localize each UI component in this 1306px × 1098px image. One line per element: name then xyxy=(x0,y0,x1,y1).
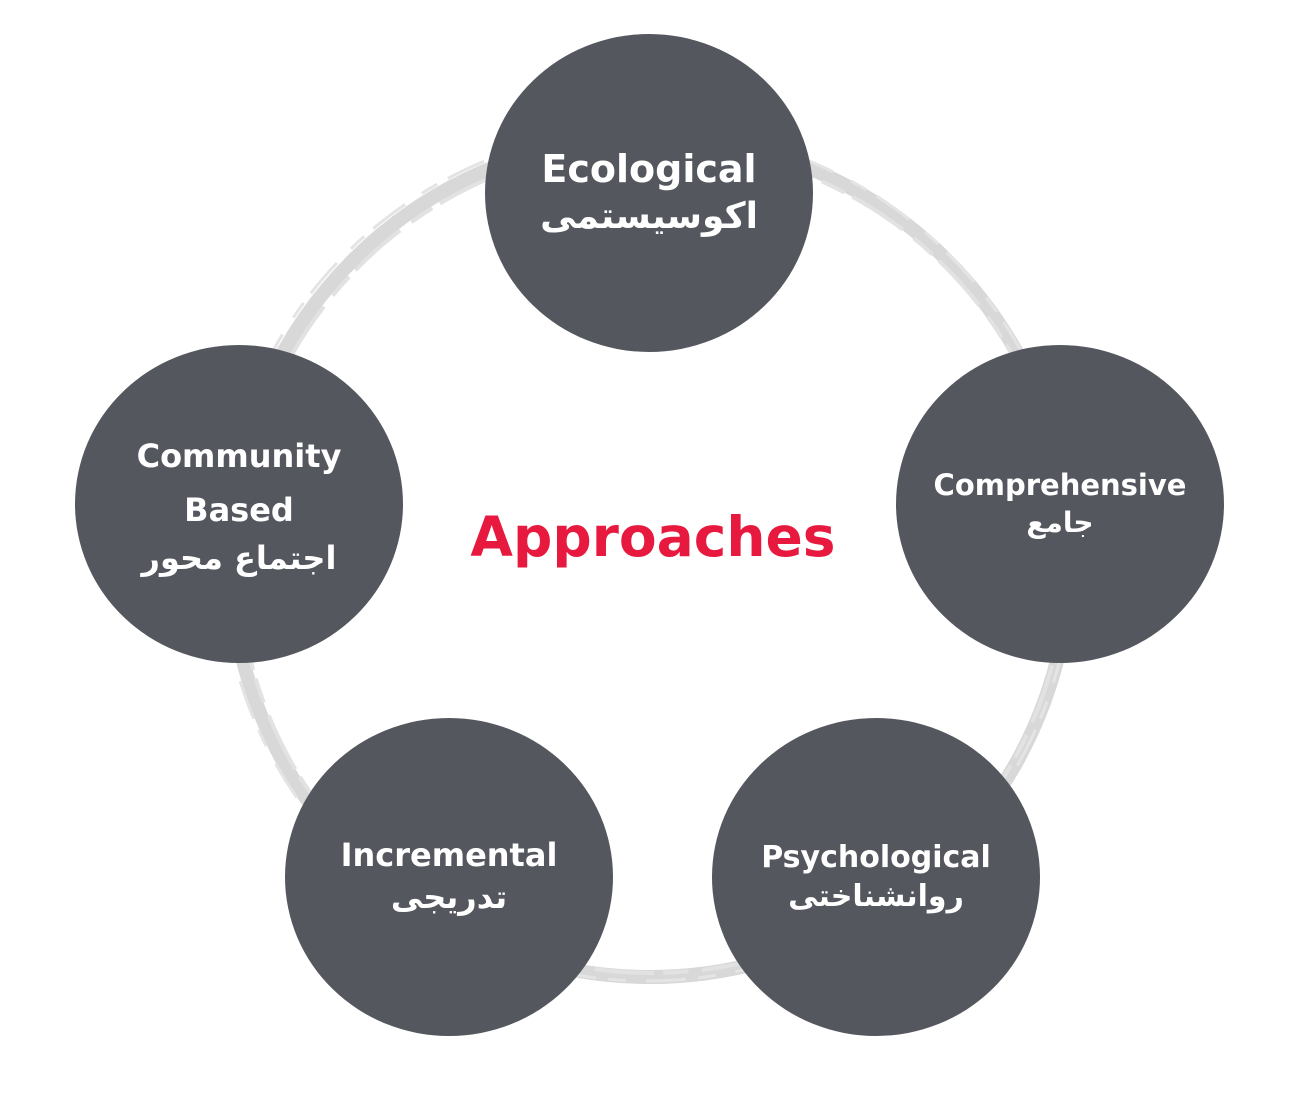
node-ecological-label: Ecological xyxy=(541,146,757,191)
node-incremental-label: Incremental xyxy=(340,836,558,875)
node-psychological-label: Psychological xyxy=(761,840,991,875)
center-title: Approaches xyxy=(470,505,836,569)
node-psychological: Psychological روانشناختی xyxy=(712,718,1040,1036)
node-psychological-persian-label: روانشناختی xyxy=(788,879,964,914)
node-comprehensive-label: Comprehensive xyxy=(933,467,1187,502)
node-community-label-line-1: Community xyxy=(136,436,342,475)
node-incremental-persian-label: تدریجی xyxy=(390,878,508,916)
node-comprehensive-persian-label: جامع xyxy=(1026,505,1094,539)
node-incremental: Incremental تدریجی xyxy=(285,718,613,1036)
node-ecological-persian-label: اکوسیستمی xyxy=(540,196,758,238)
node-ecological: Ecological اکوسیستمی xyxy=(485,34,813,352)
node-community-based: Community Based اجتماع محور xyxy=(75,345,403,663)
node-comprehensive: Comprehensive جامع xyxy=(896,345,1224,663)
node-community-label-line-2: Based xyxy=(184,491,294,530)
node-community-persian-label: اجتماع محور xyxy=(141,538,337,577)
